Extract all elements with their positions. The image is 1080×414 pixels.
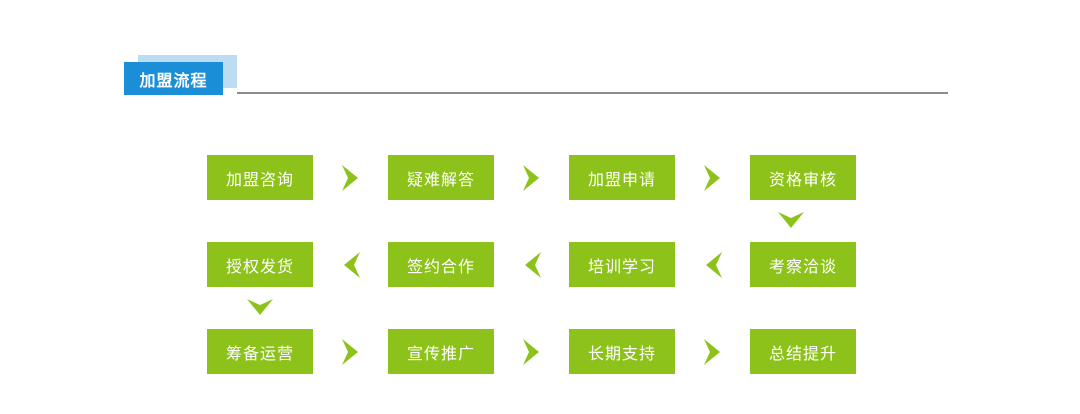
flow-cell: 疑难解答 <box>388 155 494 200</box>
flow-cell: 总结提升 <box>750 329 856 374</box>
flow-cell: 宣传推广 <box>388 329 494 374</box>
flow-cell: 长期支持 <box>569 329 675 374</box>
chevron-right-icon <box>313 329 388 374</box>
flow-step-box[interactable]: 加盟申请 <box>569 155 675 200</box>
flow-cell: 加盟申请 <box>569 155 675 200</box>
flow-step-box[interactable]: 筹备运营 <box>207 329 313 374</box>
flow-cell: 授权发货 <box>207 242 313 287</box>
chevron-left-icon <box>675 242 750 287</box>
franchise-flow-diagram: 加盟咨询 疑难解答 加盟申请 资格审核 考察洽谈 <box>207 155 947 374</box>
chevron-right-icon <box>494 155 569 200</box>
chevron-right-icon <box>313 155 388 200</box>
flow-row-2: 考察洽谈 培训学习 签约合作 授权发货 <box>207 242 947 315</box>
flow-step-box[interactable]: 培训学习 <box>569 242 675 287</box>
chevron-down-icon <box>207 287 313 329</box>
flow-step-box[interactable]: 资格审核 <box>750 155 856 200</box>
chevron-left-icon <box>313 242 388 287</box>
flow-step-box[interactable]: 疑难解答 <box>388 155 494 200</box>
flow-cell: 培训学习 <box>569 242 675 287</box>
flow-cell: 签约合作 <box>388 242 494 287</box>
section-header: 加盟流程 <box>124 55 954 100</box>
flow-cell: 考察洽谈 <box>750 242 856 287</box>
flow-step-box[interactable]: 签约合作 <box>388 242 494 287</box>
flow-step-box[interactable]: 长期支持 <box>569 329 675 374</box>
page-title: 加盟流程 <box>124 62 223 95</box>
flow-cell: 筹备运营 <box>207 329 313 374</box>
chevron-left-icon <box>494 242 569 287</box>
flow-step-box[interactable]: 授权发货 <box>207 242 313 287</box>
header-divider <box>237 92 948 94</box>
flow-row-3: 筹备运营 宣传推广 长期支持 总结提升 <box>207 329 947 374</box>
flow-cell: 资格审核 <box>750 155 856 200</box>
chevron-right-icon <box>675 155 750 200</box>
chevron-right-icon <box>675 329 750 374</box>
flow-cell: 加盟咨询 <box>207 155 313 200</box>
flow-row-1: 加盟咨询 疑难解答 加盟申请 资格审核 <box>207 155 947 228</box>
flow-step-box[interactable]: 总结提升 <box>750 329 856 374</box>
chevron-right-icon <box>494 329 569 374</box>
chevron-down-icon <box>738 200 844 242</box>
flow-step-box[interactable]: 加盟咨询 <box>207 155 313 200</box>
flow-step-box[interactable]: 考察洽谈 <box>750 242 856 287</box>
flow-step-box[interactable]: 宣传推广 <box>388 329 494 374</box>
